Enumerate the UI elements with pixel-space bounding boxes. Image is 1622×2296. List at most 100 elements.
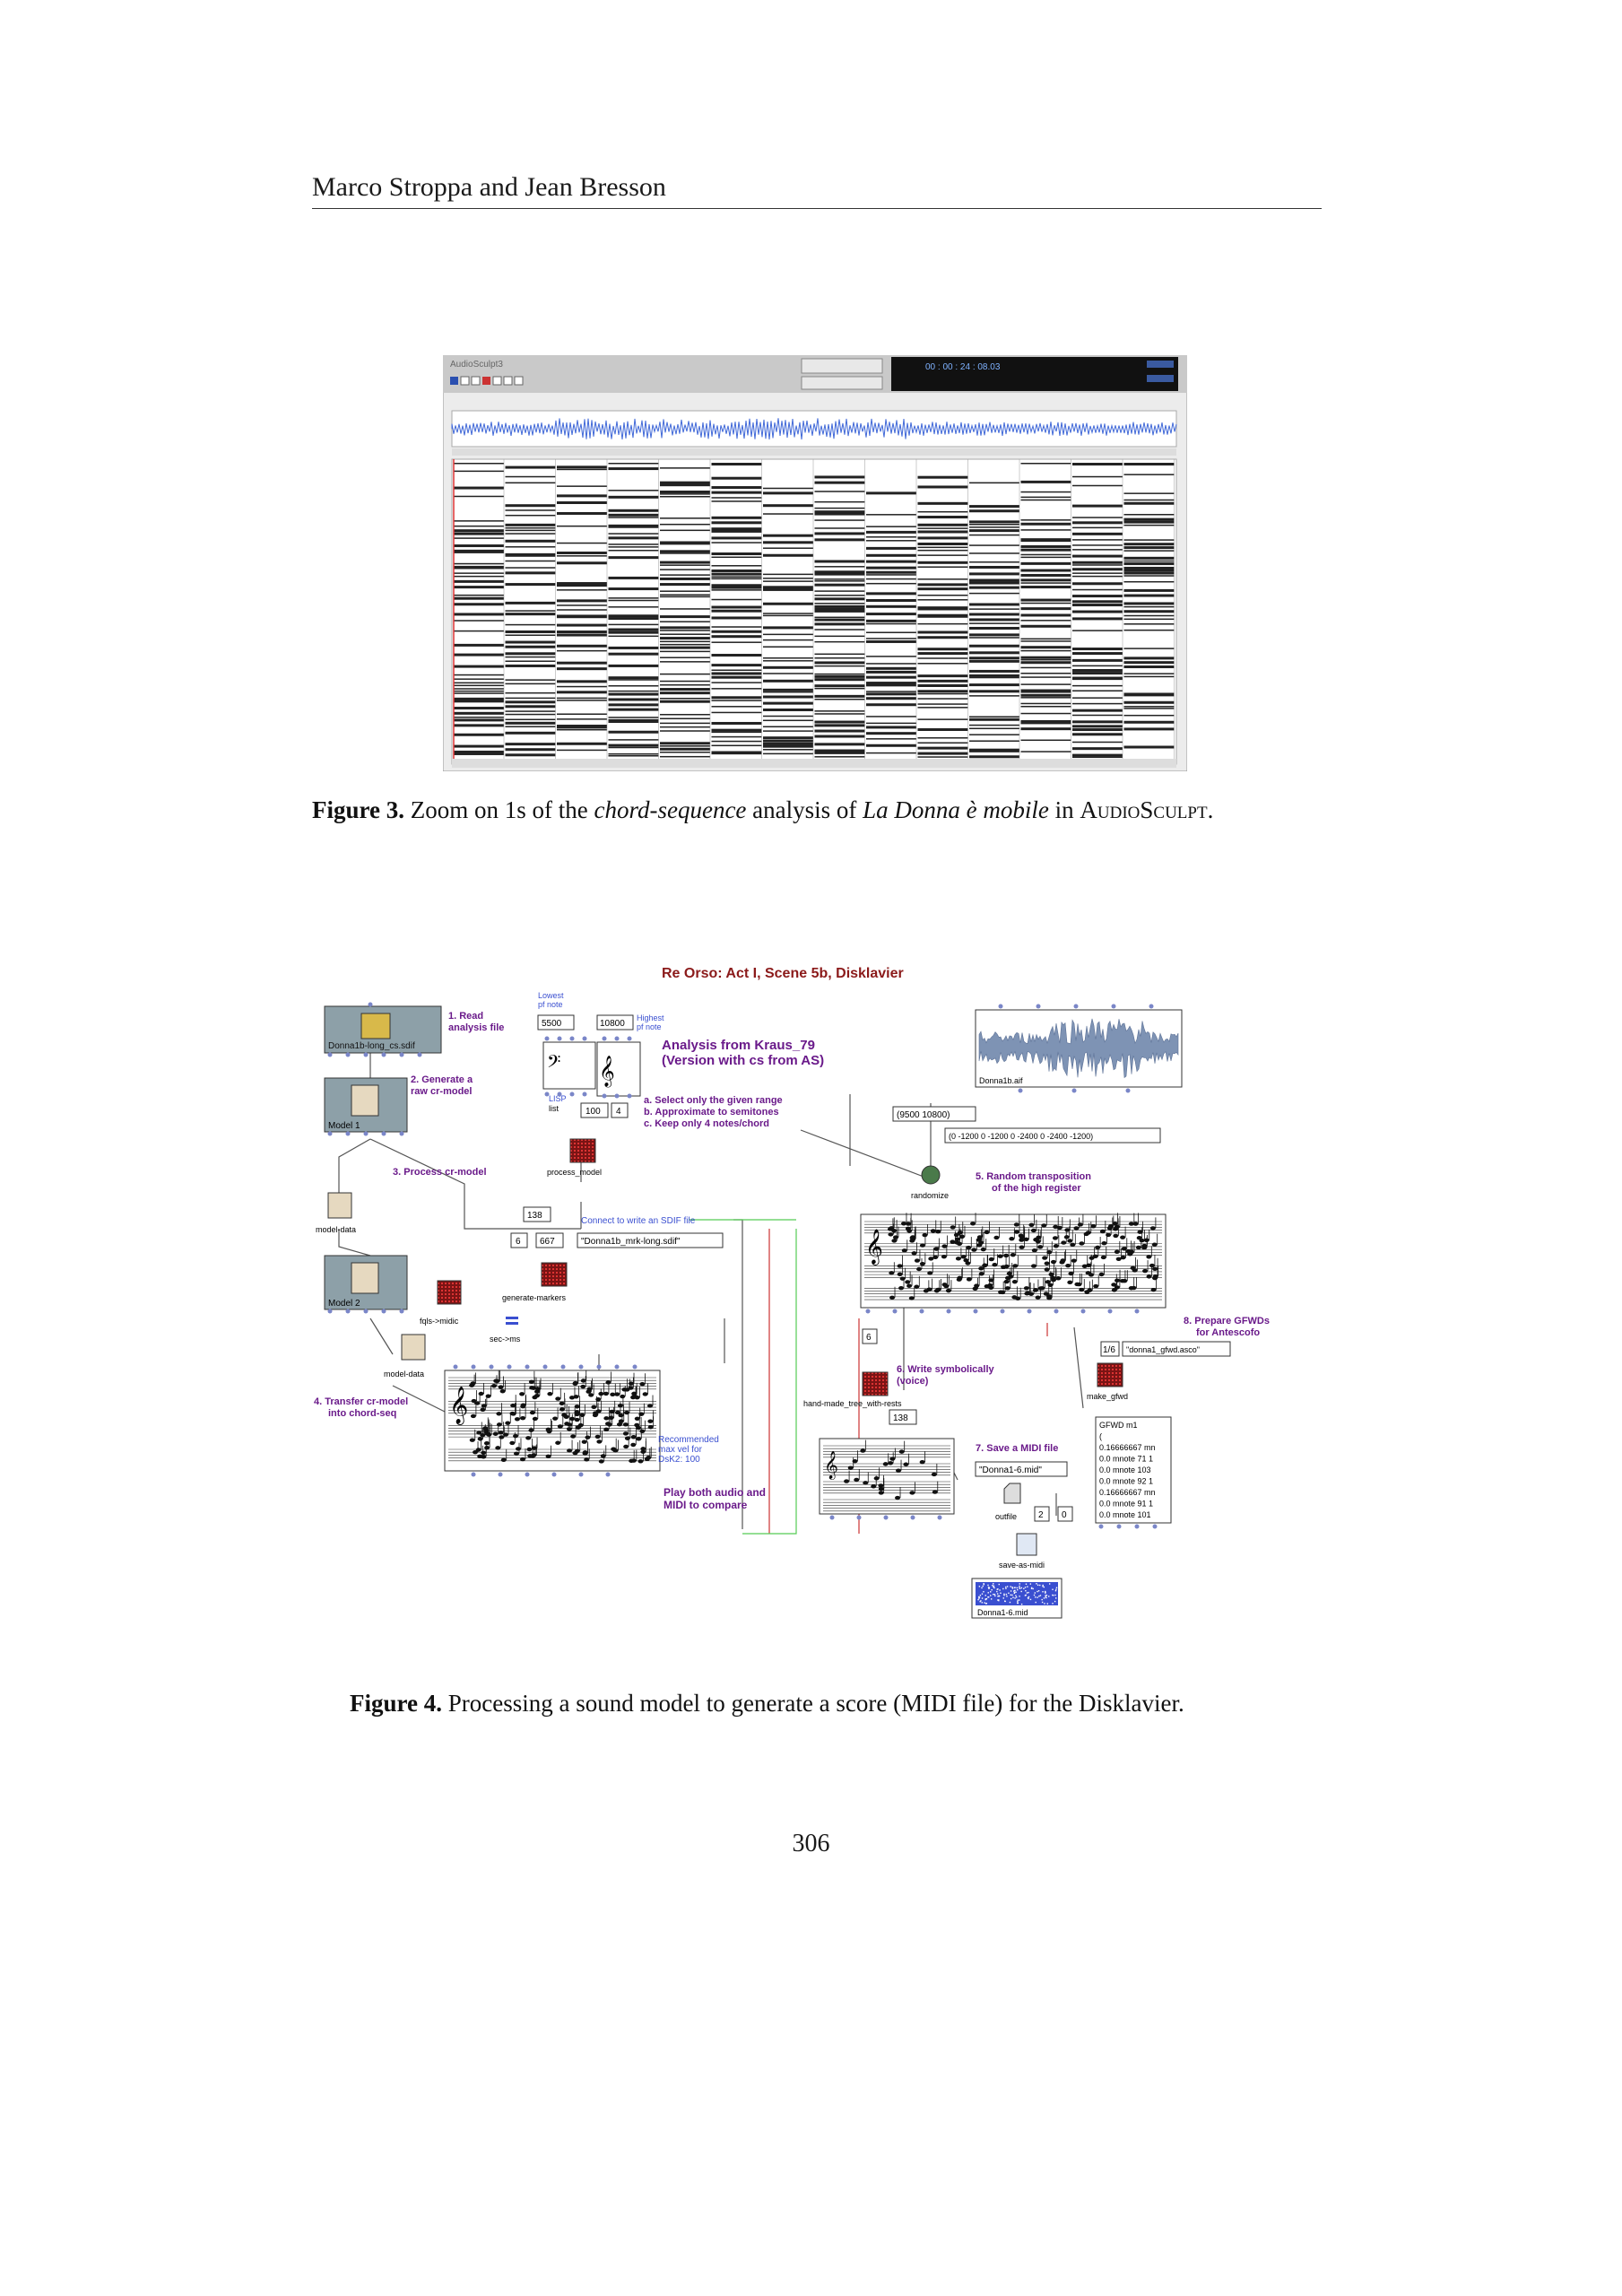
hand-made-tree-box[interactable] [862,1371,889,1396]
svg-text:5500: 5500 [542,1019,562,1029]
gfwd-line: 0.16666667 mn [1099,1443,1156,1452]
midi-filename[interactable] [975,1461,1068,1477]
svg-text:6: 6 [866,1333,872,1343]
gfwd-line: 0.0 mnote 92 1 [1099,1477,1153,1486]
randomize-label: randomize [911,1191,949,1200]
annotation-6: 6. Write symbolically(voice) [897,1364,995,1387]
generate-markers-label: generate-markers [502,1293,567,1302]
value-6b[interactable] [862,1328,878,1344]
audio-waveform [978,1018,1179,1079]
value-667[interactable] [535,1232,564,1248]
model-1-label: Model 1 [328,1121,360,1131]
patch-title: Re Orso: Act I, Scene 5b, Disklavier [662,966,904,981]
time-display: 00 : 00 : 24 : 08.03 [925,362,1001,372]
model-data-box[interactable] [327,1192,352,1219]
svg-text:10800: 10800 [600,1019,625,1029]
gfwd-line: 0.0 mnote 101 [1099,1510,1151,1519]
fqls-midic-box[interactable] [437,1280,462,1305]
value-100[interactable] [580,1102,609,1118]
midi-file-dots [977,1583,1058,1605]
model-2-label: Model 2 [328,1299,360,1309]
page-number: 306 [792,1830,830,1857]
svg-text:4: 4 [616,1107,621,1117]
svg-text:(0 -1200 0 -1200 0 -2400 0 -24: (0 -1200 0 -1200 0 -2400 0 -2400 -1200) [949,1132,1093,1141]
save-as-midi-label: save-as-midi [999,1561,1045,1570]
gfwd-line: 0.0 mnote 103 [1099,1465,1151,1474]
value-138b[interactable] [889,1409,917,1425]
gfwd-line: ( [1099,1432,1102,1441]
mrk-filename[interactable] [577,1232,724,1248]
treble-clef-icon: 𝄞 [599,1056,615,1088]
gfwd-text-lines: GFWD m1(0.16666667 mn0.0 mnote 71 10.0 m… [1099,1421,1156,1519]
sdif-file-name: Donna1b-long_cs.sdif [328,1041,415,1051]
value-2[interactable] [1034,1506,1050,1522]
svg-text:0: 0 [1062,1510,1067,1520]
gfwd-line: GFWD m1 [1099,1421,1138,1430]
gfwd-line: 0.0 mnote 91 1 [1099,1500,1153,1509]
svg-text:(9500 10800): (9500 10800) [897,1110,950,1120]
annotation-3: 3. Process cr-model [393,1167,487,1178]
highest-value[interactable] [596,1014,634,1031]
transposed-notes: 𝄞 [864,1213,1162,1300]
lowest-value[interactable] [537,1014,575,1031]
chord-sequence-partials [454,459,1175,764]
hand-made-tree-label: hand-made_tree_with-rests [803,1399,902,1408]
value-4[interactable] [611,1102,629,1118]
svg-text:𝄞: 𝄞 [449,1386,468,1424]
lisp-label: LISP [549,1094,567,1103]
chord-sequence-panel [451,458,1177,765]
svg-text:6: 6 [516,1237,521,1247]
figure-3-caption: Figure 3. Zoom on 1s of the chord-sequen… [312,796,1214,823]
transposition-list[interactable] [944,1127,1161,1144]
range-list[interactable] [892,1106,976,1122]
outfile-label: outfile [995,1512,1017,1521]
model-data-2-box[interactable] [401,1334,426,1361]
randomize-icon[interactable] [921,1165,941,1185]
figure-4-caption: Figure 4. Processing a sound model to ge… [350,1690,1184,1717]
gfwd-text-box[interactable] [1095,1416,1172,1524]
model-data-2-label: model-data [384,1370,424,1378]
value-6[interactable] [510,1232,528,1248]
svg-text:"Donna1b_mrk-long.sdif": "Donna1b_mrk-long.sdif" [581,1237,681,1247]
value-1-6[interactable] [1100,1341,1120,1357]
svg-text:"donna1_gfwd.asco": "donna1_gfwd.asco" [1126,1345,1200,1354]
transport-controls [801,358,883,390]
list-label: list [549,1104,559,1113]
process-model-box[interactable] [569,1138,596,1163]
svg-text:100: 100 [585,1107,601,1117]
time-display-panel [891,357,1178,391]
svg-text:"Donna1-6.mid": "Donna1-6.mid" [979,1465,1042,1475]
svg-text:𝄞: 𝄞 [824,1450,838,1480]
waveform [451,418,1177,439]
save-as-midi-icon[interactable] [1016,1533,1037,1556]
kraus-annotation: Analysis from Kraus_79(Version with cs f… [662,1038,824,1068]
bass-clef-score[interactable] [542,1041,596,1090]
midi-file-name: Donna1-6.mid [977,1608,1028,1617]
make-gfwd-box[interactable] [1097,1362,1123,1387]
treble-clef-score[interactable] [596,1041,641,1097]
sdif-connect-note: Connect to write an SDIF file [581,1216,696,1226]
folder-icon[interactable] [1003,1483,1021,1504]
voice-score[interactable] [819,1438,955,1515]
tool-icons [450,376,524,386]
running-header: Marco Stroppa and Jean Bresson [312,172,1322,209]
asco-filename[interactable] [1122,1341,1231,1357]
value-138[interactable] [523,1206,551,1222]
audio-file-name: Donna1b.aif [979,1076,1023,1085]
gfwd-line: 0.16666667 mn [1099,1488,1156,1497]
svg-text:138: 138 [527,1211,542,1221]
sec-ms-label: sec->ms [490,1335,521,1344]
gfwd-line: 0.0 mnote 71 1 [1099,1455,1153,1464]
value-0[interactable] [1057,1506,1073,1522]
svg-text:1/6: 1/6 [1103,1345,1115,1355]
chord-seq-notes: 𝄞 [448,1370,656,1464]
generate-markers-box[interactable] [541,1262,568,1287]
